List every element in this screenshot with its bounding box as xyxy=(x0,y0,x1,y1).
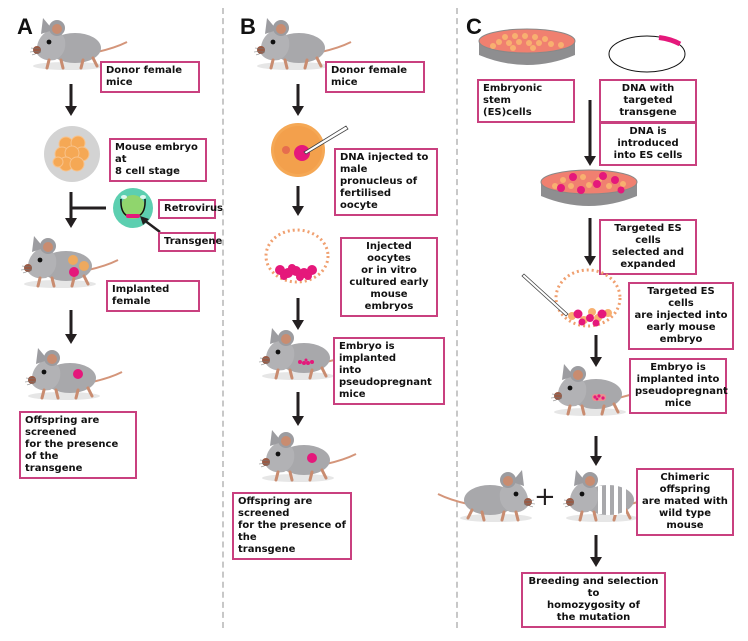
label-dna-targeted-transgene: DNA with targeted transgene xyxy=(599,79,697,123)
label-mouse-embryo: Mouse embryo at 8 cell stage xyxy=(109,138,207,182)
arrow-b-4 xyxy=(292,392,304,426)
embryo-8-cell-icon xyxy=(44,126,100,182)
wild-type-mouse-icon xyxy=(436,468,537,524)
arrow-c-4 xyxy=(590,436,602,466)
label-retrovirus: Retrovirus xyxy=(158,199,223,219)
arrow-c-2 xyxy=(584,218,596,266)
label-embryo-implanted-b: Embryo is implanted into pseudopregnant … xyxy=(333,337,445,405)
es-cell-injection-embryo-icon xyxy=(521,268,622,328)
injected-oocytes-icon xyxy=(264,228,330,284)
fertilised-oocyte-injection-icon xyxy=(271,123,349,177)
transgene-pointer-arrow xyxy=(140,216,161,233)
plus-sign: + xyxy=(534,482,556,512)
retrovirus-icon xyxy=(113,188,153,228)
label-embryonic-stem-cells: Embryonic stem (ES)cells xyxy=(477,79,575,123)
offspring-mouse-a-icon xyxy=(23,346,124,402)
offspring-mouse-b-icon xyxy=(257,428,358,484)
label-transgene: Transgene xyxy=(158,232,222,252)
arrow-c-5 xyxy=(590,535,602,567)
arrow-a-2-with-branch xyxy=(65,192,106,228)
panel-b-label: B xyxy=(240,14,256,39)
arrow-a-3 xyxy=(65,310,77,344)
panel-divider-a-b xyxy=(222,8,224,628)
targeted-es-cells-dish-icon xyxy=(540,169,638,206)
es-cells-dish-icon xyxy=(478,28,576,65)
label-breeding-selection: Breeding and selection to homozygosity o… xyxy=(521,572,666,628)
label-targeted-es-injected: Targeted ES cells are injected into earl… xyxy=(628,282,734,350)
arrow-b-2 xyxy=(292,186,304,216)
label-embryo-implanted-c: Embryo is implanted into pseudopregnant … xyxy=(629,358,728,414)
plasmid-dna-icon xyxy=(608,35,686,73)
pseudopregnant-mouse-c-icon xyxy=(549,362,650,418)
arrow-c-3 xyxy=(590,335,602,367)
label-offspring-screened-a: Offspring are screened for the presence … xyxy=(19,411,137,479)
label-dna-introduced: DNA is introduced into ES cells xyxy=(599,122,697,166)
label-implanted-female: Implanted female xyxy=(106,280,200,312)
arrow-b-1 xyxy=(292,84,304,116)
label-donor-female-mice-a: Donor female mice xyxy=(100,61,200,93)
panel-a-label: A xyxy=(17,14,33,39)
label-dna-injected: DNA injected to male pronucleus of ferti… xyxy=(334,148,438,216)
chimeric-mouse-icon xyxy=(561,468,662,524)
panel-divider-b-c xyxy=(456,8,458,628)
panel-c-label: C xyxy=(466,14,482,39)
arrow-b-3 xyxy=(292,298,304,330)
arrow-a-1 xyxy=(65,84,77,116)
label-offspring-screened-b: Offspring are screened for the presence … xyxy=(232,492,352,560)
label-targeted-es-selected: Targeted ES cells selected and expanded xyxy=(599,219,697,275)
label-chimeric-offspring: Chimeric offspring are mated with wild t… xyxy=(636,468,734,536)
pseudopregnant-mouse-b-icon xyxy=(257,326,358,382)
implanted-female-mouse-icon xyxy=(19,234,120,290)
label-donor-female-mice-b: Donor female mice xyxy=(325,61,425,93)
label-injected-oocytes: Injected oocytes or in vitro cultured ea… xyxy=(340,237,438,317)
arrow-c-1 xyxy=(584,100,596,166)
